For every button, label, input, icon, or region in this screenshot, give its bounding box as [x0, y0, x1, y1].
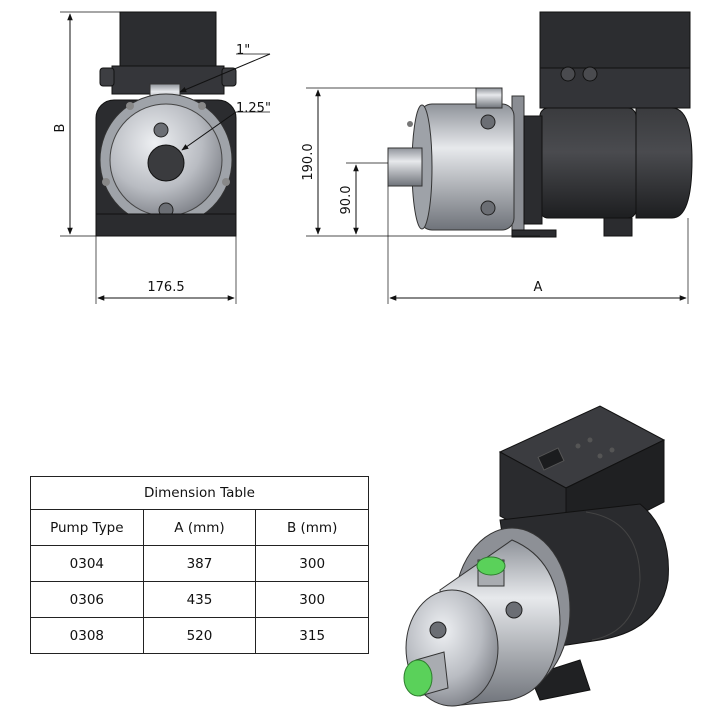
front-dimensions: [60, 11, 271, 304]
side-control-box: [539, 11, 691, 71]
cell-b: 315: [255, 617, 369, 654]
table-row: 0306 435 300: [30, 581, 369, 618]
header-pump-type: Pump Type: [30, 509, 144, 546]
cell-b: 300: [255, 581, 369, 618]
header-a: A (mm): [142, 509, 257, 546]
header-b: B (mm): [255, 509, 369, 546]
label-inlet-size: 1.25": [236, 101, 271, 116]
iso-outlet-port: [476, 556, 506, 576]
cell-a: 520: [142, 617, 257, 654]
front-view: [95, 11, 237, 237]
iso-inlet-port: [403, 659, 433, 697]
label-outlet-height: 190.0: [301, 143, 316, 180]
label-width: 176.5: [147, 280, 184, 295]
label-inlet-height: 90.0: [339, 186, 354, 215]
side-motor: [539, 107, 637, 219]
side-pump-body: [419, 103, 515, 231]
label-outlet-size: 1": [236, 43, 250, 58]
label-b: B: [53, 124, 68, 133]
side-view: [387, 11, 693, 238]
cell-pump-type: 0306: [30, 581, 144, 618]
side-dimensions: [306, 87, 689, 304]
cell-pump-type: 0304: [30, 545, 144, 582]
table-title: Dimension Table: [30, 476, 369, 510]
isometric-view: [403, 405, 669, 707]
dimension-table: Dimension Table Pump Type A (mm) B (mm) …: [30, 476, 369, 654]
cell-a: 387: [142, 545, 257, 582]
cell-pump-type: 0308: [30, 617, 144, 654]
front-control-box: [119, 11, 217, 69]
table-row: 0304 387 300: [30, 545, 369, 582]
label-a: A: [534, 280, 543, 295]
side-inlet: [387, 147, 423, 187]
front-inlet-port: [147, 144, 185, 182]
cell-a: 435: [142, 581, 257, 618]
table-row: 0308 520 315: [30, 617, 369, 654]
cell-b: 300: [255, 545, 369, 582]
